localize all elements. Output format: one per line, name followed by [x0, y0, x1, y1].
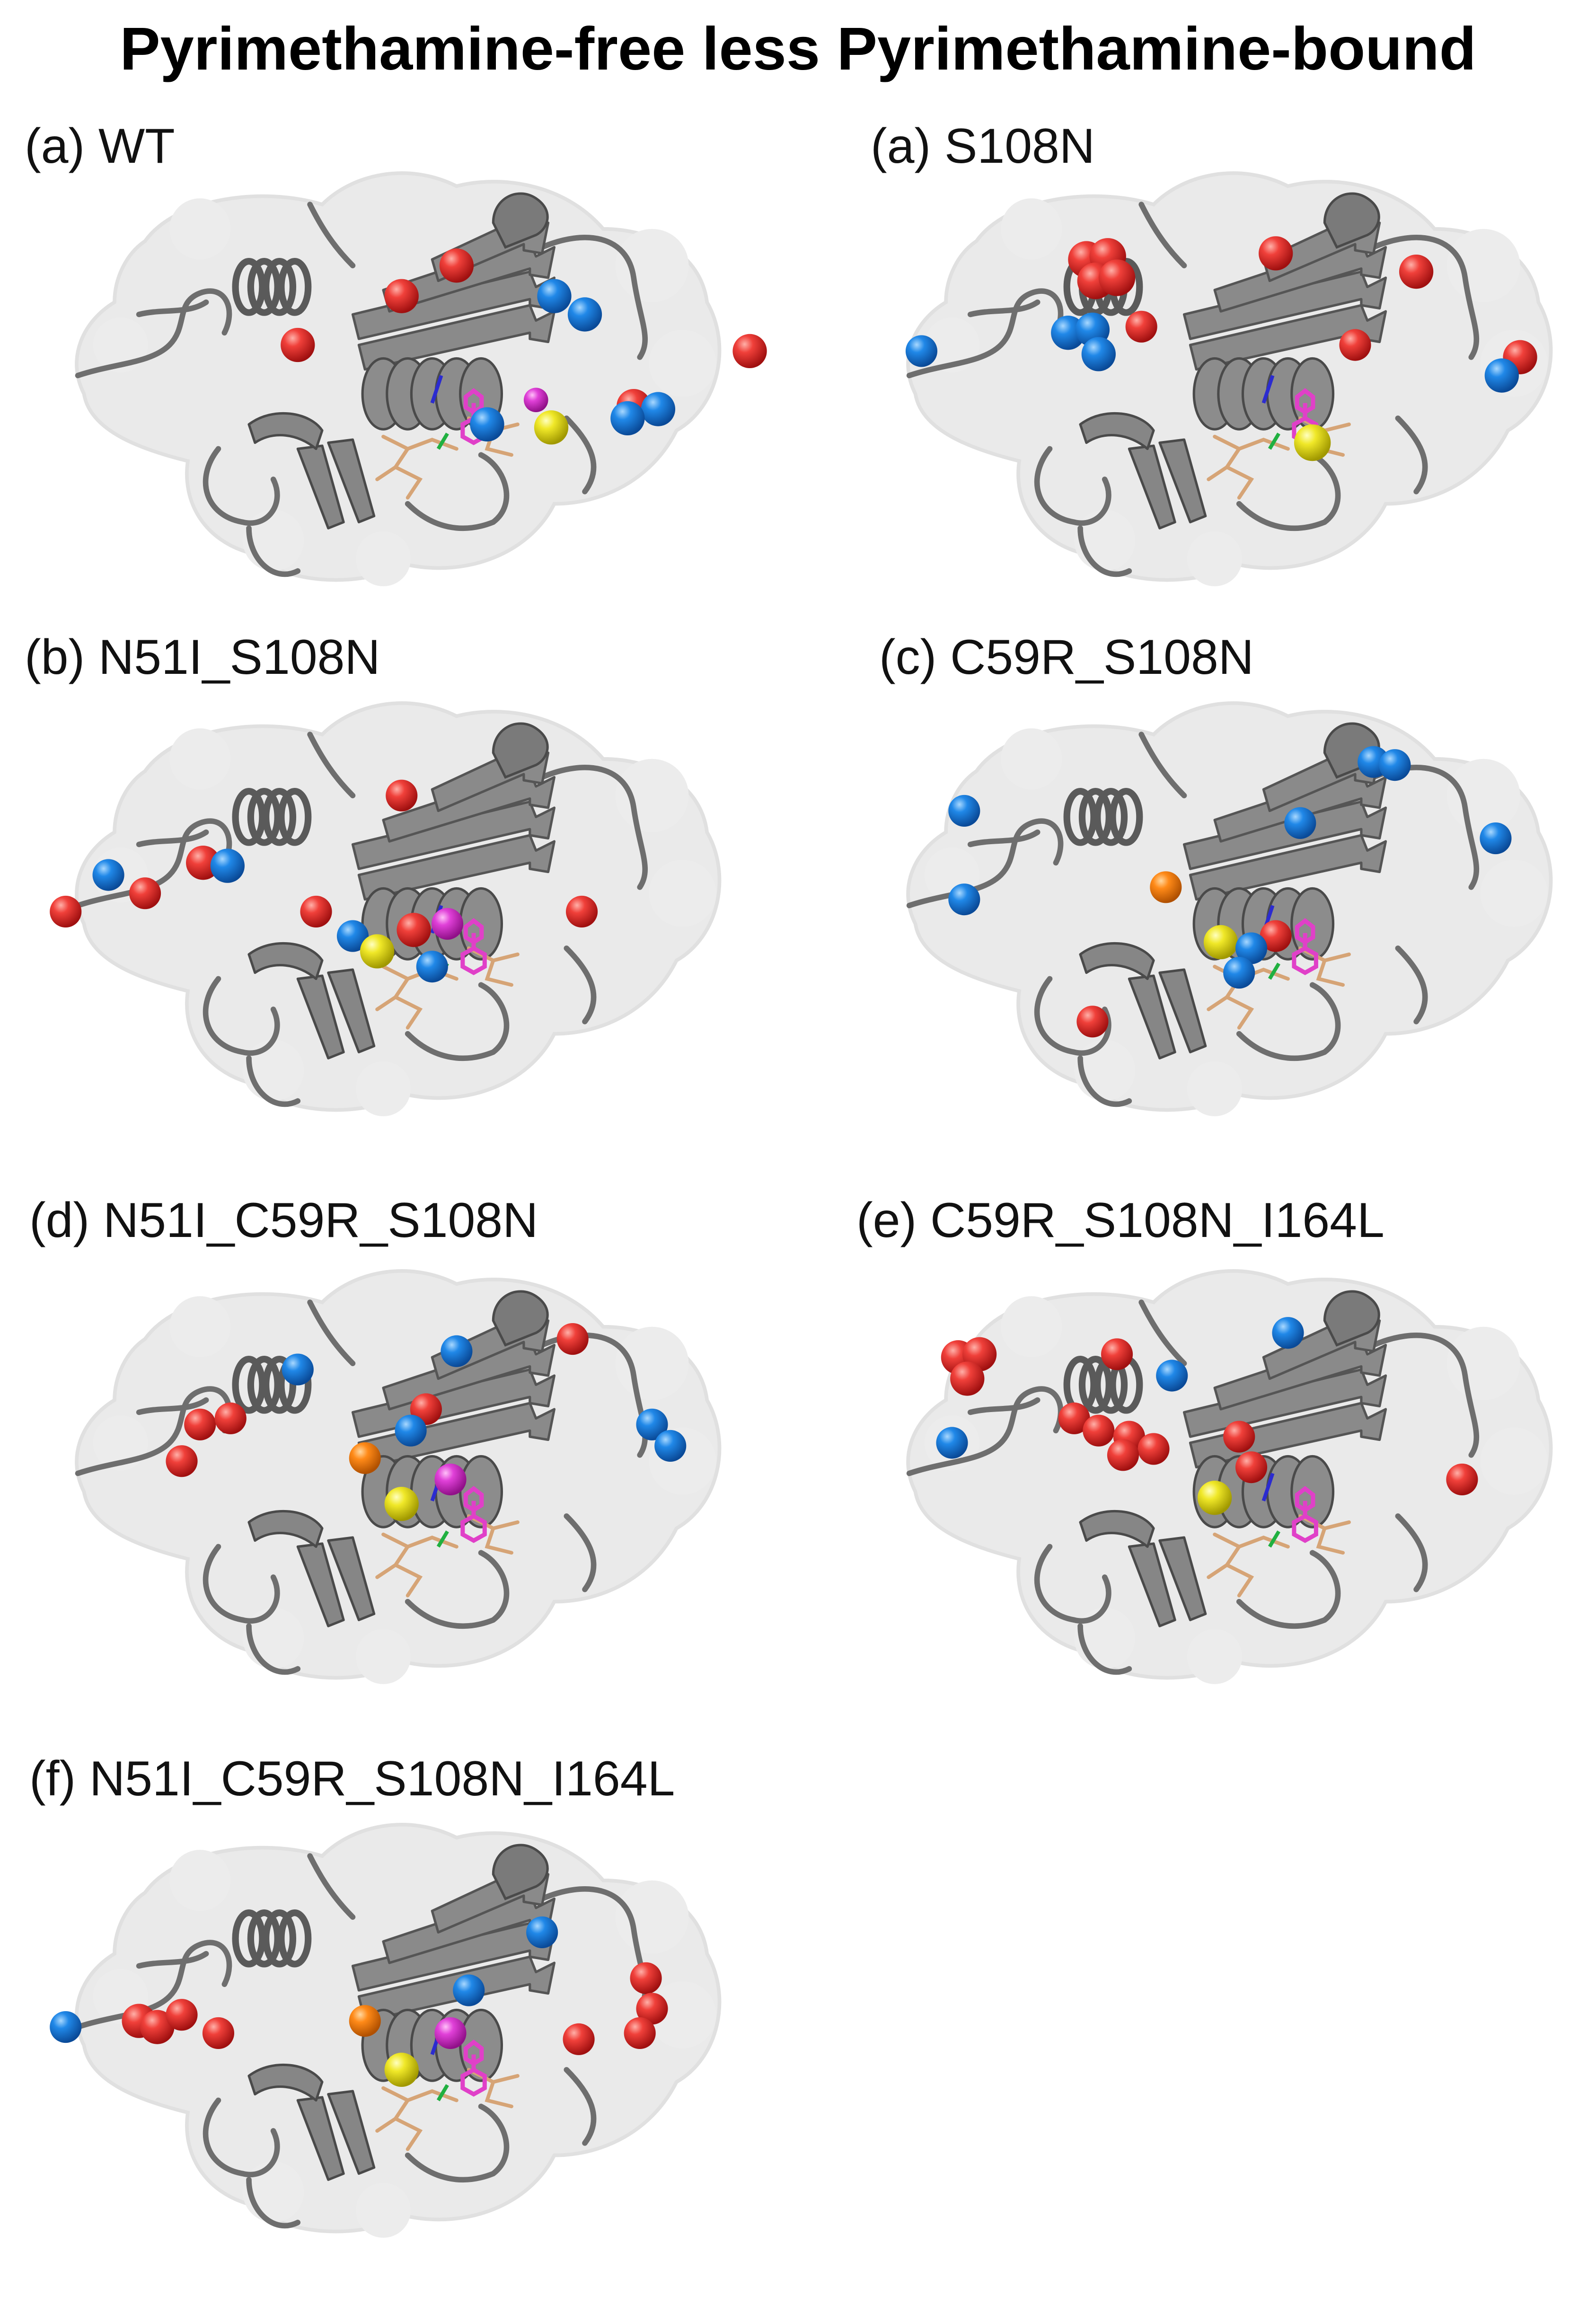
residue-spheres: [166, 1323, 687, 1521]
residue-spheres: [905, 236, 1537, 461]
panel-label-b: (b) N51I_S108N: [25, 630, 380, 685]
panel-label-c: (c) C59R_S108N: [879, 630, 1254, 685]
protein-structure-c59r-s108n: [885, 672, 1557, 1145]
panel-label-a-wt: (a) WT: [25, 119, 175, 174]
protein-structure-c59r-s108n-i164l: [885, 1240, 1557, 1713]
panel-label-d: (d) N51I_C59R_S108N: [29, 1193, 538, 1248]
protein-structure-n51i-c59r-s108n: [47, 1240, 719, 1713]
residue-spheres: [948, 746, 1512, 1038]
panel-label-f: (f) N51I_C59R_S108N_I164L: [29, 1751, 675, 1806]
figure-title: Pyrimethamine-free less Pyrimethamine-bo…: [120, 15, 1476, 83]
residue-spheres: [50, 1916, 668, 2087]
panel-label-e: (e) C59R_S108N_I164L: [856, 1193, 1384, 1248]
protein-structure-s108n: [885, 142, 1557, 615]
protein-structure-n51i-s108n: [50, 672, 719, 1145]
residue-spheres: [281, 248, 767, 445]
protein-structure-n51i-c59r-s108n-i164l: [50, 1793, 719, 2267]
panel-label-a-s108n: (a) S108N: [871, 119, 1095, 174]
residue-spheres: [50, 779, 598, 983]
protein-structure-wt: [47, 142, 767, 615]
residue-spheres: [936, 1317, 1478, 1515]
